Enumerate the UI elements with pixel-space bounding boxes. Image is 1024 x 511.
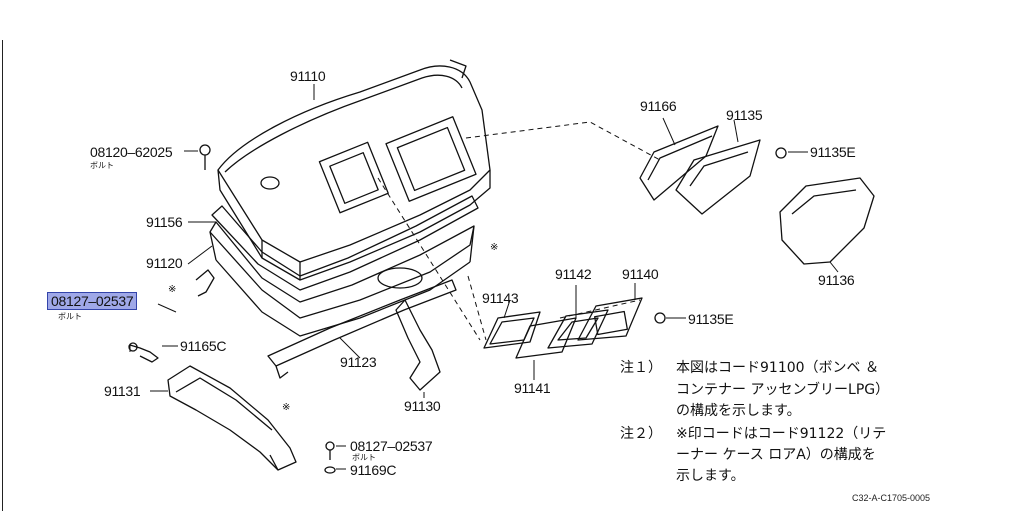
frame-91140: [577, 297, 643, 341]
note-1-line-2: コンテナー アッセンブリーLPG）: [676, 382, 890, 398]
label-91143: 91143: [482, 290, 519, 306]
note-2-line-1: ※印コードはコード91122（リテ: [676, 426, 887, 442]
nut-91135e-upper: [775, 147, 787, 159]
container-cover-91110: [217, 59, 491, 281]
bolt-08120-shape: [199, 144, 211, 170]
label-91140: 91140: [622, 266, 659, 282]
support-91130: [395, 299, 441, 391]
label-08120-sub: ボルト: [90, 161, 114, 170]
rail-91131: [167, 365, 297, 471]
label-91136: 91136: [818, 272, 855, 288]
gasket-91156: [211, 195, 479, 291]
label-91141: 91141: [514, 380, 551, 396]
asterisk-mark-1: ※: [168, 284, 176, 295]
window-glass-91141: [515, 317, 577, 359]
bolt-08127-lower-shape: [324, 441, 336, 474]
label-91110: 91110: [290, 68, 326, 84]
label-91135e-lower: 91135E: [688, 311, 734, 327]
clip-shape: [195, 269, 215, 297]
label-08127-lower-sub: ボルト: [352, 453, 376, 462]
asterisk-mark-3: ※: [282, 402, 290, 413]
note-1-line-3: の構成を示します。: [676, 403, 801, 419]
label-91156: 91156: [146, 214, 183, 230]
asterisk-mark-2: ※: [490, 242, 498, 253]
diagram-reference-code: C32-A-C1705-0005: [852, 493, 931, 503]
label-91120: 91120: [146, 255, 183, 271]
label-91130: 91130: [404, 398, 441, 414]
label-91142: 91142: [555, 266, 592, 282]
note-1-line-1: 本図はコード91100（ボンベ ＆: [676, 360, 879, 376]
label-08127-02537-lower: 08127–02537: [350, 438, 433, 454]
label-08127-highlighted-sub: ボルト: [58, 312, 82, 321]
note-2-mark: 注２）: [620, 426, 662, 442]
label-91123: 91123: [340, 354, 377, 370]
bolt-91165c-shape: [129, 344, 159, 363]
nut-91135e-lower: [654, 312, 666, 324]
bracket-91123: [267, 279, 457, 379]
seal-91142: [547, 309, 609, 349]
label-91169c: 91169C: [350, 462, 397, 478]
note-2-line-2: ーナー ケース ロアA）の構成を: [676, 447, 876, 463]
label-91166: 91166: [640, 98, 677, 114]
frame-91135: [675, 139, 761, 215]
label-91131: 91131: [104, 383, 141, 399]
page-left-border: [2, 40, 3, 511]
cover-91136: [779, 177, 875, 265]
note-1-mark: 注１）: [620, 360, 662, 376]
note-2-line-3: 示します。: [676, 468, 745, 484]
gasket-91166: [639, 125, 719, 201]
label-91135: 91135: [726, 107, 763, 123]
label-91135e-upper: 91135E: [810, 144, 856, 160]
label-91165c: 91165C: [180, 338, 227, 354]
label-08127-02537-highlighted[interactable]: 08127–02537: [47, 292, 138, 310]
window-gasket-91143: [483, 311, 541, 349]
label-08120-62025: 08120–62025: [90, 144, 173, 160]
